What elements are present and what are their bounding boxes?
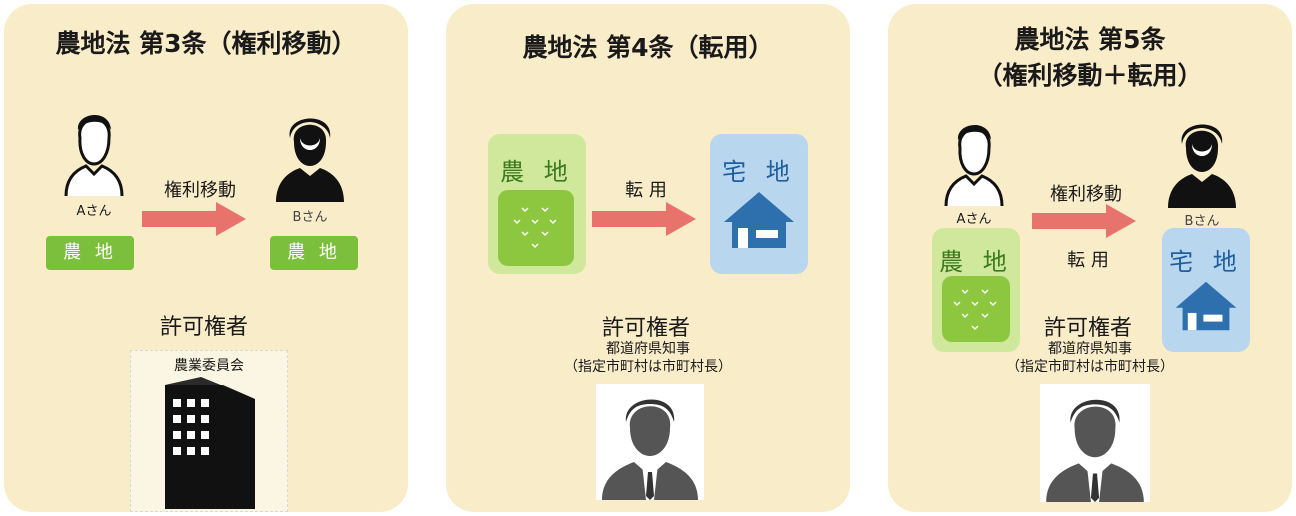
residential-label: 宅 地 <box>722 158 796 186</box>
conversion-label: 転 用 <box>1067 250 1109 271</box>
transfer-arrow-icon <box>1032 204 1136 238</box>
person-a-icon <box>944 124 1004 207</box>
farmland-label: 農 地 <box>500 158 574 186</box>
panel-title: 農地法 第4条（転用） <box>522 33 774 62</box>
residential-label: 宅 地 <box>1169 248 1243 276</box>
house-icon <box>1175 281 1237 331</box>
official-person-icon <box>1046 399 1144 502</box>
authority-line2: （指定市町村は市町村長） <box>564 359 732 375</box>
person-a-label: Aさん <box>956 212 992 227</box>
residential-box: 宅 地 <box>710 134 808 274</box>
panel-title: 農地法 第3条（権利移動） <box>55 29 357 58</box>
residential-box: 宅 地 <box>1162 228 1250 352</box>
authority-label: 農業委員会 <box>174 358 244 374</box>
panel-title-line2: （権利移動＋転用） <box>977 61 1203 90</box>
panel-article-3: 農地法 第3条（権利移動） Aさん 権利移動 Bさん 農 地 農 地 許可権者 … <box>4 4 408 512</box>
governor-portrait <box>596 384 704 500</box>
permit-title: 許可権者 <box>1043 316 1132 341</box>
panel-title-line1: 農地法 第5条 <box>1014 25 1166 54</box>
person-b-label: Bさん <box>1184 214 1220 229</box>
panel-article-5: 農地法 第5条 （権利移動＋転用） Aさん 権利移動 転 用 Bさん 農 地 <box>888 4 1292 512</box>
permit-title: 許可権者 <box>159 315 248 340</box>
person-b-icon <box>276 118 344 202</box>
conversion-arrow-icon <box>592 202 696 236</box>
land-a-tag: 農 地 <box>46 236 134 270</box>
arrow-label: 権利移動 <box>1050 184 1122 205</box>
conversion-label: 転 用 <box>625 180 667 201</box>
person-b-label: Bさん <box>292 210 328 225</box>
authority-line1: 都道府県知事 <box>1048 341 1132 357</box>
farmland-box: 農 地 <box>488 134 586 274</box>
committee-building: 農業委員会 <box>130 350 288 512</box>
farmland-label: 農 地 <box>939 248 1013 276</box>
land-b-tag: 農 地 <box>270 236 358 270</box>
crop-marks-icon <box>953 289 997 330</box>
office-building-icon <box>165 377 255 509</box>
official-person-icon <box>602 399 698 500</box>
farmland-plot <box>942 276 1010 342</box>
house-icon <box>724 192 794 248</box>
farmland-plot <box>498 190 574 266</box>
person-a-label: Aさん <box>76 204 112 219</box>
panel-article-4: 農地法 第4条（転用） 農 地 転 用 宅 地 許可権者 都道府県知事 （指定市 <box>446 4 850 512</box>
authority-line2: （指定市町村は市町村長） <box>1006 359 1174 375</box>
arrow-label: 権利移動 <box>164 180 236 201</box>
transfer-arrow-icon <box>142 202 246 236</box>
farmland-box: 農 地 <box>932 228 1020 352</box>
permit-title: 許可権者 <box>601 316 690 341</box>
authority-line1: 都道府県知事 <box>606 341 690 357</box>
governor-portrait <box>1040 384 1150 502</box>
crop-marks-icon <box>513 207 557 248</box>
person-a-icon <box>64 114 124 197</box>
person-b-icon <box>1168 124 1236 208</box>
